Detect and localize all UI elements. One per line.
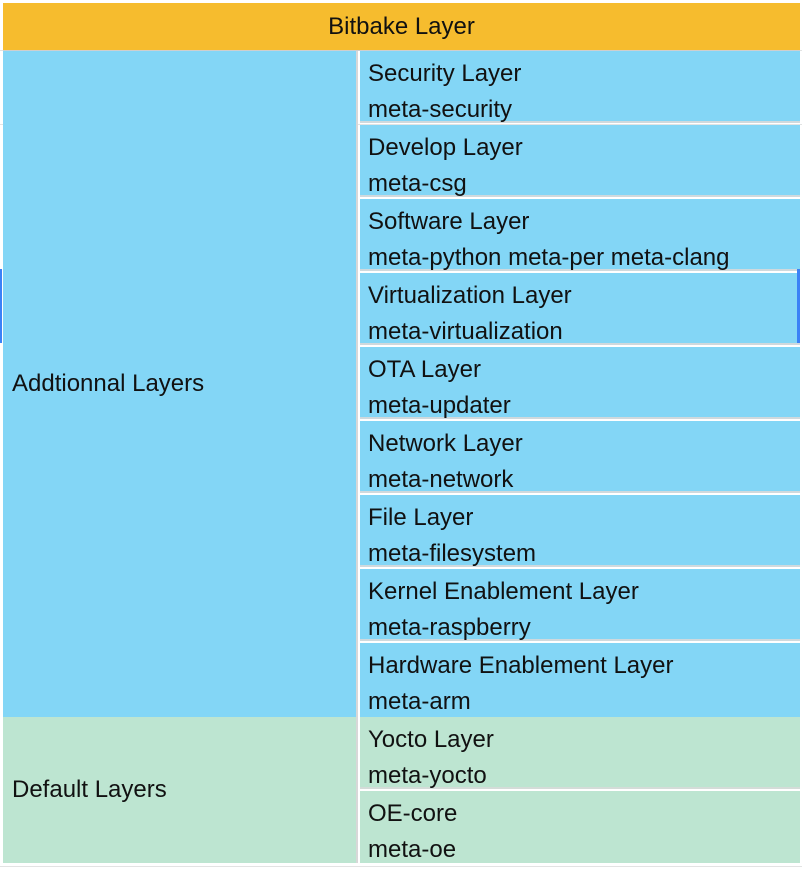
grid-line <box>0 866 802 867</box>
cell-selection-indicator <box>797 269 800 343</box>
layer-name: OTA Layer <box>368 356 481 383</box>
layer-name: File Layer <box>368 504 474 531</box>
layer-meta: meta-python meta-per meta-clang <box>368 244 730 271</box>
layer-name: Hardware Enablement Layer <box>368 652 674 679</box>
layer-cell-security[interactable]: Security Layer meta-security <box>360 51 800 123</box>
header-cell-bitbake-layer[interactable]: Bitbake Layer <box>3 3 800 51</box>
layer-cell-file[interactable]: File Layer meta-filesystem <box>360 495 800 567</box>
layer-meta: meta-raspberry <box>368 614 531 641</box>
layer-name: Network Layer <box>368 430 523 457</box>
header-title: Bitbake Layer <box>328 12 475 40</box>
layer-meta: meta-virtualization <box>368 318 563 345</box>
layer-meta: meta-oe <box>368 836 457 863</box>
layer-cell-yocto[interactable]: Yocto Layer meta-yocto <box>360 717 800 789</box>
layer-name: Kernel Enablement Layer <box>368 578 639 605</box>
layer-name: Virtualization Layer <box>368 282 572 309</box>
layer-cell-ota[interactable]: OTA Layer meta-updater <box>360 347 800 419</box>
layer-name: Software Layer <box>368 208 530 235</box>
layer-name: Yocto Layer <box>368 726 494 753</box>
layer-meta: meta-arm <box>368 688 471 715</box>
layer-name: Develop Layer <box>368 134 523 161</box>
layer-cell-network[interactable]: Network Layer meta-network <box>360 421 800 493</box>
layer-meta: meta-yocto <box>368 762 487 789</box>
layer-meta: meta-security <box>368 96 513 123</box>
layer-cell-kernel-enablement[interactable]: Kernel Enablement Layer meta-raspberry <box>360 569 800 641</box>
layer-cell-software[interactable]: Software Layer meta-python meta-per meta… <box>360 199 800 271</box>
group-cell-default-layers[interactable]: Default Layers <box>3 717 358 863</box>
layer-cell-oe-core[interactable]: OE-core meta-oe <box>360 791 800 863</box>
group-label: Default Layers <box>12 776 167 803</box>
layer-meta: meta-updater <box>368 392 511 419</box>
layer-name: OE-core <box>368 800 458 827</box>
grid-line <box>0 124 802 125</box>
layer-meta: meta-filesystem <box>368 540 537 567</box>
layer-name: Security Layer <box>368 60 522 87</box>
group-cell-additional-layers[interactable]: Addtionnal Layers <box>3 51 358 717</box>
layer-cell-virtualization[interactable]: Virtualization Layer meta-virtualization <box>360 273 800 345</box>
group-label: Addtionnal Layers <box>12 370 205 397</box>
layer-cell-hardware-enablement[interactable]: Hardware Enablement Layer meta-arm <box>360 643 800 717</box>
layer-meta: meta-network <box>368 466 514 493</box>
layer-meta: meta-csg <box>368 170 467 197</box>
row-selection-indicator <box>0 269 2 343</box>
layer-cell-develop[interactable]: Develop Layer meta-csg <box>360 125 800 197</box>
spreadsheet-table: Bitbake Layer Addtionnal Layers Default … <box>3 3 802 863</box>
